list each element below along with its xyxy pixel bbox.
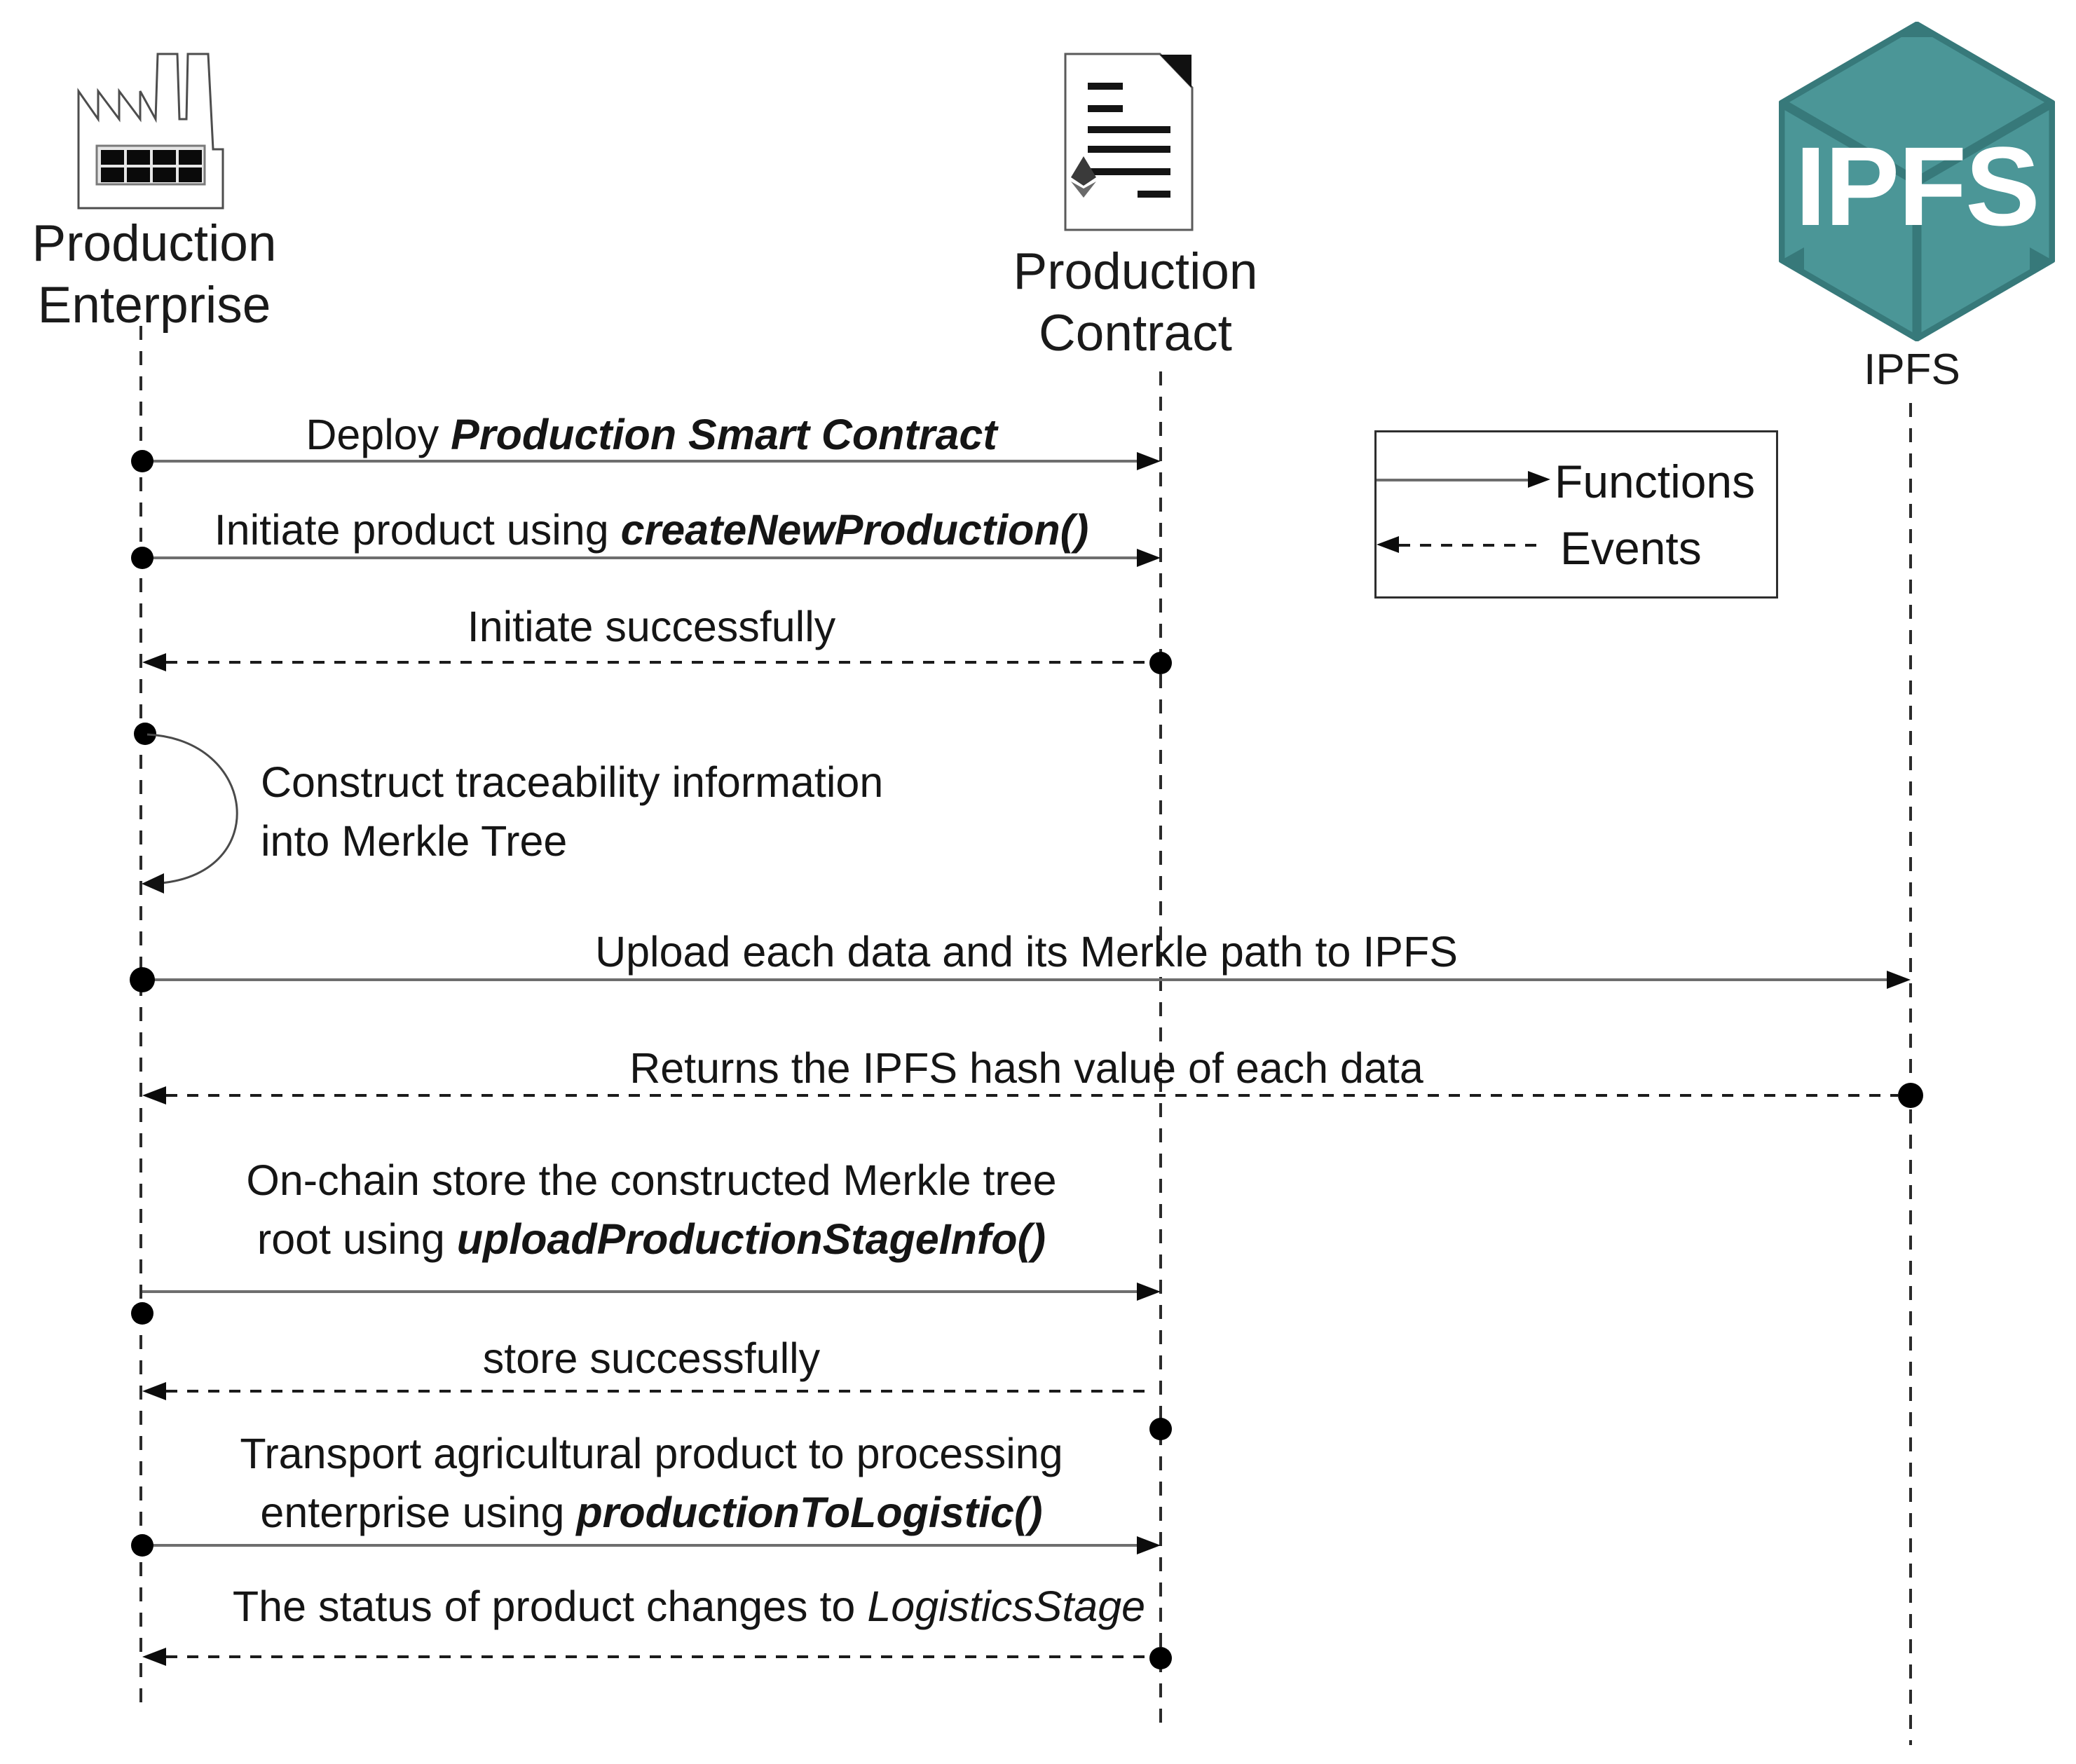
message-text: Upload each data and its Merkle path to … bbox=[595, 928, 1458, 976]
message-origin-dot bbox=[131, 450, 153, 472]
message-label-returns: Returns the IPFS hash value of each data bbox=[142, 1039, 1911, 1098]
lifeline-production-enterprise bbox=[139, 326, 142, 1714]
message-arrowhead-status bbox=[142, 1648, 166, 1666]
legend-event-arrowhead-icon bbox=[1377, 536, 1399, 553]
message-origin-dot bbox=[131, 547, 153, 569]
actor-label-production-contract: Production Contract bbox=[988, 241, 1283, 364]
actor-label-line: IPFS bbox=[1864, 346, 1960, 394]
ethereum-diamond-icon bbox=[1071, 182, 1096, 198]
message-line-transport bbox=[142, 1544, 1137, 1547]
message-function-name: createNewProduction() bbox=[620, 506, 1089, 554]
message-arrowhead-transport bbox=[1137, 1536, 1161, 1554]
actor-label-line: Enterprise bbox=[37, 277, 271, 334]
legend-box bbox=[1374, 430, 1778, 599]
smart-contract-document-icon bbox=[1064, 53, 1194, 231]
message-label-store-ok: store successfully bbox=[142, 1329, 1161, 1388]
lifeline-production-contract bbox=[1159, 371, 1162, 1728]
message-label-store: On-chain store the constructed Merkle tr… bbox=[142, 1151, 1161, 1269]
message-label-initiate: Initiate product using createNewProducti… bbox=[142, 500, 1161, 559]
message-label-transport: Transport agricultural product to proces… bbox=[142, 1424, 1161, 1542]
lifeline-ipfs bbox=[1909, 403, 1912, 1745]
message-origin-dot bbox=[1149, 1418, 1172, 1440]
actor-label-line: Production bbox=[32, 215, 277, 272]
legend-events-label: Events bbox=[1560, 522, 1702, 574]
message-text: into Merkle Tree bbox=[261, 817, 568, 865]
actor-label-line: Production bbox=[1013, 243, 1258, 300]
message-arrowhead-deploy bbox=[1137, 452, 1161, 470]
message-text: root using uploadProductionStageInfo() bbox=[257, 1215, 1046, 1263]
message-origin-dot bbox=[1149, 652, 1172, 674]
self-message-arc bbox=[142, 733, 238, 894]
message-arrowhead-initiate bbox=[1137, 549, 1161, 567]
message-text: enterprise using productionToLogistic() bbox=[260, 1489, 1043, 1536]
message-label-status: The status of product changes to Logisti… bbox=[142, 1577, 1236, 1636]
message-line-status bbox=[166, 1655, 1149, 1658]
message-origin-dot bbox=[130, 967, 155, 992]
message-text: Construct traceability information bbox=[261, 758, 884, 806]
actor-label-line: Contract bbox=[1039, 305, 1232, 362]
message-origin-dot bbox=[131, 1534, 153, 1557]
message-arrowhead-upload bbox=[1887, 971, 1911, 989]
message-text: Initiate successfully bbox=[467, 603, 836, 650]
message-state-name: LogisticsStage bbox=[867, 1582, 1146, 1630]
message-line-initiate bbox=[142, 556, 1137, 559]
message-line-deploy bbox=[142, 460, 1137, 463]
message-function-name: Production Smart Contract bbox=[451, 411, 997, 458]
message-arrowhead-store-ok bbox=[142, 1382, 166, 1400]
ipfs-logo-text: IPFS bbox=[1795, 123, 2039, 249]
message-text: On-chain store the constructed Merkle tr… bbox=[246, 1156, 1057, 1204]
message-function-name: uploadProductionStageInfo() bbox=[456, 1215, 1046, 1263]
message-label-deploy: Deploy Production Smart Contract bbox=[142, 405, 1161, 464]
message-line-upload bbox=[142, 978, 1887, 981]
message-line-initiate-ok bbox=[166, 661, 1149, 664]
message-origin-dot bbox=[131, 1302, 153, 1325]
message-text: Transport agricultural product to proces… bbox=[240, 1430, 1063, 1477]
ethereum-diamond-icon bbox=[1071, 156, 1096, 186]
message-arrowhead-initiate-ok bbox=[142, 653, 166, 671]
message-line-returns bbox=[166, 1094, 1898, 1097]
legend-function-arrow-line bbox=[1377, 479, 1528, 481]
message-text: Initiate product using bbox=[214, 506, 621, 554]
message-text: store successfully bbox=[482, 1334, 821, 1382]
message-text: Returns the IPFS hash value of each data bbox=[629, 1044, 1423, 1092]
legend-event-arrow-line bbox=[1399, 544, 1543, 547]
message-line-store-ok bbox=[166, 1390, 1149, 1393]
message-line-store bbox=[142, 1290, 1137, 1293]
factory-icon bbox=[77, 53, 224, 210]
self-message-arrowhead bbox=[142, 873, 164, 894]
actor-label-production-enterprise: Production Enterprise bbox=[7, 213, 301, 336]
message-label-upload: Upload each data and its Merkle path to … bbox=[142, 922, 1911, 981]
message-origin-dot bbox=[1149, 1647, 1172, 1669]
message-function-name: productionToLogistic() bbox=[576, 1489, 1043, 1536]
message-label-construct: Construct traceability information into … bbox=[261, 753, 883, 870]
message-arrowhead-store bbox=[1137, 1283, 1161, 1301]
message-text: Deploy bbox=[306, 411, 451, 458]
actor-label-ipfs: IPFS bbox=[1836, 345, 1988, 395]
legend-functions-label: Functions bbox=[1555, 456, 1756, 507]
ipfs-cube-icon: IPFS bbox=[1779, 22, 2055, 341]
message-text: The status of product changes to bbox=[232, 1582, 868, 1630]
message-origin-dot bbox=[1898, 1083, 1923, 1108]
message-label-initiate-ok: Initiate successfully bbox=[142, 597, 1161, 656]
legend-function-arrowhead-icon bbox=[1528, 471, 1550, 488]
message-arrowhead-returns bbox=[142, 1086, 166, 1105]
